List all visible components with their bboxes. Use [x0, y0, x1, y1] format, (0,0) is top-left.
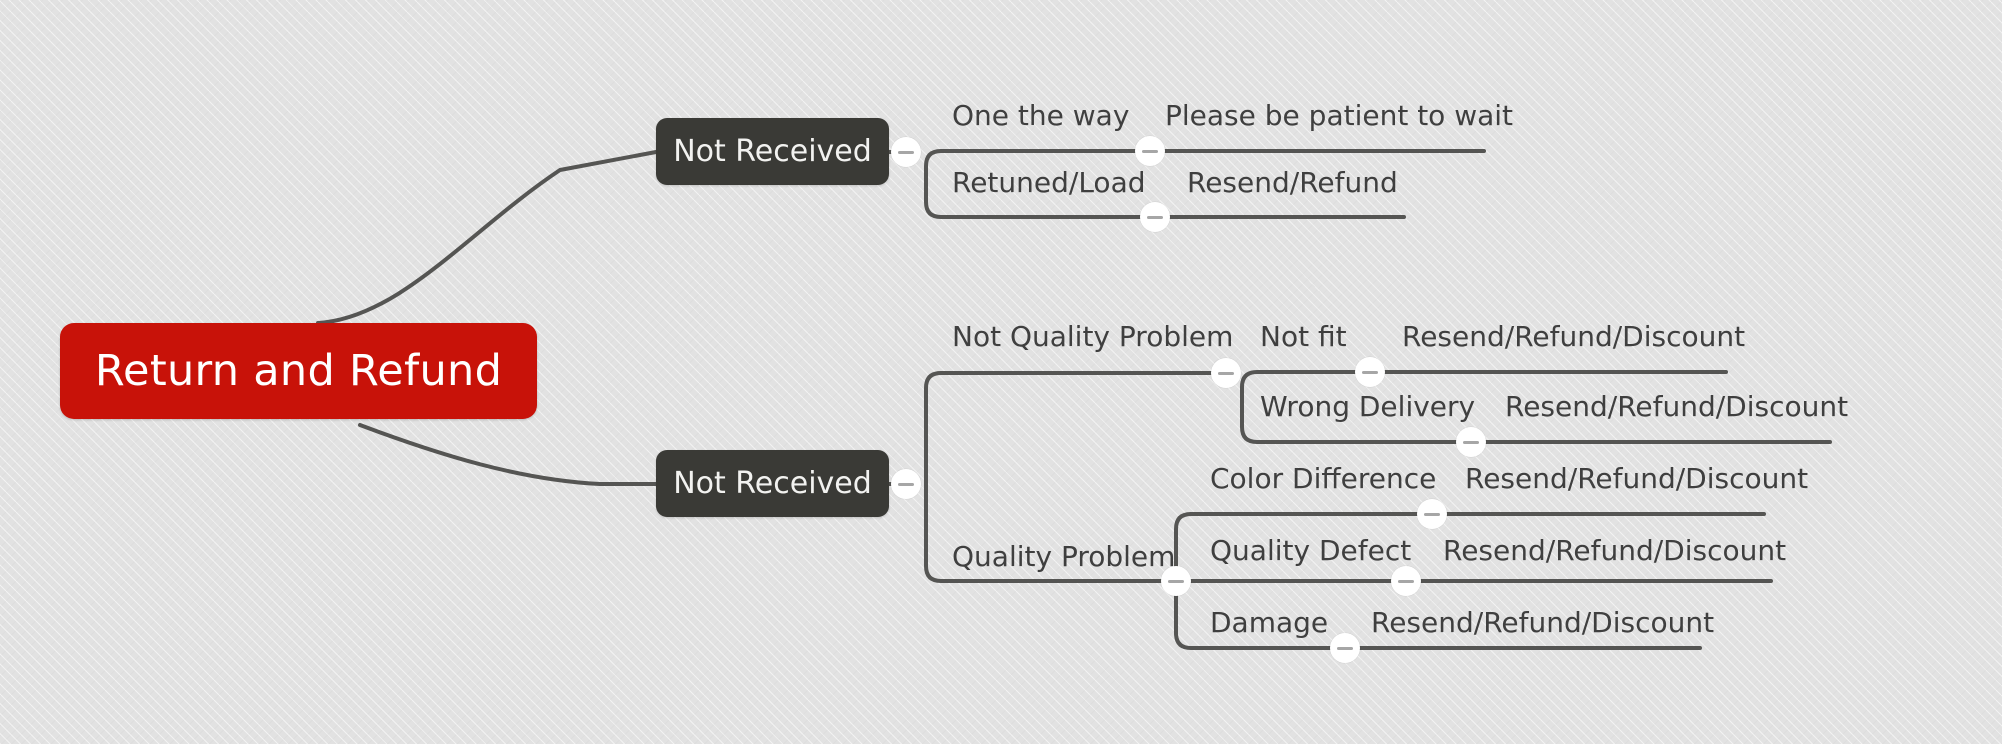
toggle-quality-defect[interactable]: [1391, 566, 1421, 596]
label-retuned-load[interactable]: Retuned/Load: [952, 166, 1146, 199]
bracket-top-branch: [924, 149, 1157, 219]
toggle-not-fit[interactable]: [1355, 357, 1385, 387]
toggle-retuned-load[interactable]: [1140, 202, 1170, 232]
label-please-be-patient-to-wait[interactable]: Please be patient to wait: [1165, 99, 1514, 132]
bracket-bottom-branch: [924, 371, 1228, 583]
link-root-to-bottom-branch: [358, 423, 658, 486]
toggle-color-difference[interactable]: [1417, 499, 1447, 529]
branch-node-label: Not Received: [673, 134, 872, 169]
label-wrong-delivery[interactable]: Wrong Delivery: [1260, 390, 1476, 423]
toggle-not-received-bottom[interactable]: [891, 469, 921, 499]
label-color-difference[interactable]: Color Difference: [1210, 462, 1437, 495]
label-wrong-delivery-action[interactable]: Resend/Refund/Discount: [1505, 390, 1849, 423]
label-damage-action[interactable]: Resend/Refund/Discount: [1371, 606, 1715, 639]
toggle-not-received-top[interactable]: [891, 137, 921, 167]
label-quality-defect[interactable]: Quality Defect: [1210, 534, 1412, 567]
label-quality-defect-action[interactable]: Resend/Refund/Discount: [1443, 534, 1787, 567]
bracket-not-quality-problem: [1240, 370, 1473, 444]
label-one-the-way[interactable]: One the way: [952, 99, 1130, 132]
branch-node-label: Not Received: [673, 466, 872, 501]
label-not-fit-action[interactable]: Resend/Refund/Discount: [1402, 320, 1746, 353]
label-quality-problem[interactable]: Quality Problem: [952, 540, 1176, 573]
link-root-to-top-branch: [316, 150, 658, 325]
bracket-quality-problem: [1174, 512, 1347, 650]
label-not-fit[interactable]: Not fit: [1260, 320, 1347, 353]
branch-node-not-received-top[interactable]: Not Received: [656, 118, 889, 185]
branch-node-not-received-bottom[interactable]: Not Received: [656, 450, 889, 517]
toggle-one-the-way[interactable]: [1135, 136, 1165, 166]
root-node-label: Return and Refund: [94, 346, 503, 396]
toggle-wrong-delivery[interactable]: [1456, 427, 1486, 457]
label-resend-refund[interactable]: Resend/Refund: [1187, 166, 1398, 199]
toggle-not-quality-problem[interactable]: [1211, 358, 1241, 388]
toggle-damage[interactable]: [1330, 633, 1360, 663]
label-damage[interactable]: Damage: [1210, 606, 1329, 639]
root-node[interactable]: Return and Refund: [60, 323, 537, 419]
label-not-quality-problem[interactable]: Not Quality Problem: [952, 320, 1234, 353]
label-color-difference-action[interactable]: Resend/Refund/Discount: [1465, 462, 1809, 495]
toggle-quality-problem[interactable]: [1161, 566, 1191, 596]
